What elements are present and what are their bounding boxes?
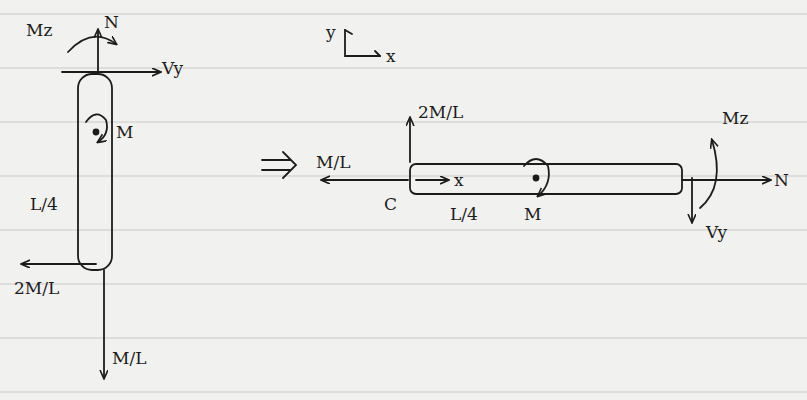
moment-dot xyxy=(534,176,539,181)
axes xyxy=(345,30,352,34)
force-arrow xyxy=(691,178,693,222)
force-label: 2M/L xyxy=(14,280,59,297)
point-label: C xyxy=(384,196,397,213)
axis-label: y xyxy=(326,24,336,41)
moment-arrow xyxy=(700,140,717,208)
moment-label: M xyxy=(116,124,133,141)
moment-arrow xyxy=(86,114,107,142)
force-arrow xyxy=(22,263,96,265)
horizontal-member xyxy=(410,164,682,194)
force-label: M/L xyxy=(112,350,146,367)
force-label: 2M/L xyxy=(418,104,463,121)
moment-dot xyxy=(94,130,99,135)
implies-arrow xyxy=(262,152,296,178)
moment-arrow xyxy=(68,37,116,52)
axis-label: x xyxy=(386,48,396,65)
axes xyxy=(375,51,380,56)
moment-arrow xyxy=(524,159,549,196)
force-label: Vy xyxy=(162,60,183,77)
vertical-member xyxy=(78,74,112,270)
axis-label: x xyxy=(454,172,464,189)
axes xyxy=(345,30,380,56)
force-arrow xyxy=(62,71,160,73)
force-arrow xyxy=(103,270,105,378)
paper-lines xyxy=(0,14,807,392)
force-arrow xyxy=(322,179,408,181)
dimension-label: L/4 xyxy=(450,206,478,223)
force-arrow xyxy=(682,179,770,181)
force-label: M/L xyxy=(316,154,350,171)
moment-label: Mz xyxy=(722,110,748,127)
moment-label: M xyxy=(524,206,541,223)
force-arrow xyxy=(97,30,99,72)
dimension-label: L/4 xyxy=(30,196,58,213)
force-arrow xyxy=(409,118,411,162)
force-label: N xyxy=(774,172,789,189)
force-label: Vy xyxy=(706,224,727,241)
force-label: N xyxy=(104,14,119,31)
moment-label: Mz xyxy=(26,22,52,39)
axis-arrow xyxy=(416,179,448,181)
